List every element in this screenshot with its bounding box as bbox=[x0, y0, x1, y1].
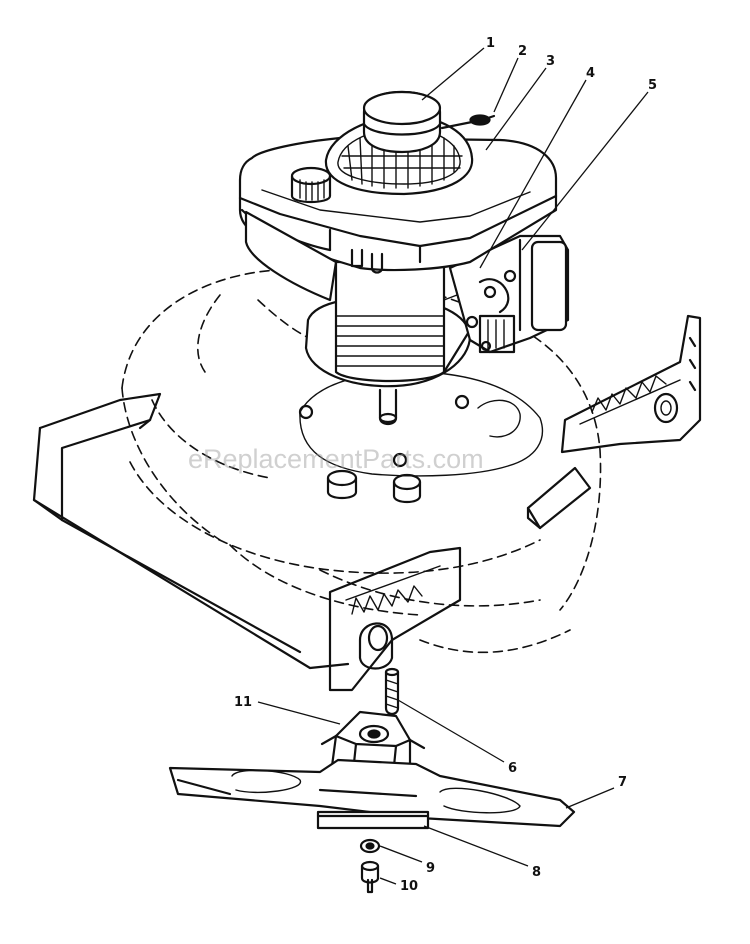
deck-discharge-tab bbox=[526, 466, 592, 530]
callout-3: 3 bbox=[546, 54, 555, 69]
recoil-starter bbox=[324, 90, 474, 196]
callout-7: 7 bbox=[618, 775, 627, 790]
mower-blade bbox=[168, 758, 576, 828]
front-left-height-adjuster bbox=[328, 546, 462, 692]
air-filter-housing bbox=[530, 240, 568, 332]
callout-9: 9 bbox=[426, 861, 435, 876]
starter-rope-handle bbox=[440, 114, 496, 130]
blade-stiffener bbox=[316, 810, 430, 830]
callout-10: 10 bbox=[400, 879, 418, 894]
callout-2: 2 bbox=[518, 44, 527, 59]
blade-bolt bbox=[360, 860, 380, 894]
watermark-text: eReplacementParts.com bbox=[188, 444, 484, 474]
callout-6: 6 bbox=[508, 761, 517, 776]
callout-8: 8 bbox=[532, 865, 541, 880]
callout-5: 5 bbox=[648, 78, 657, 93]
callout-11: 11 bbox=[234, 695, 252, 710]
rear-handle-bracket bbox=[32, 392, 350, 670]
callout-numbers: 1 2 3 4 5 6 7 8 9 10 11 bbox=[234, 36, 657, 894]
callout-leader-lines bbox=[257, 47, 649, 885]
blade-washer bbox=[359, 838, 381, 854]
engine-assembly bbox=[238, 90, 570, 388]
oil-fill-cap bbox=[290, 166, 332, 204]
front-right-height-adjuster bbox=[560, 314, 702, 454]
engine-mounting-plate bbox=[298, 371, 544, 504]
mower-deck-housing bbox=[121, 268, 602, 654]
callout-4: 4 bbox=[586, 66, 595, 81]
callout-1: 1 bbox=[486, 36, 495, 51]
